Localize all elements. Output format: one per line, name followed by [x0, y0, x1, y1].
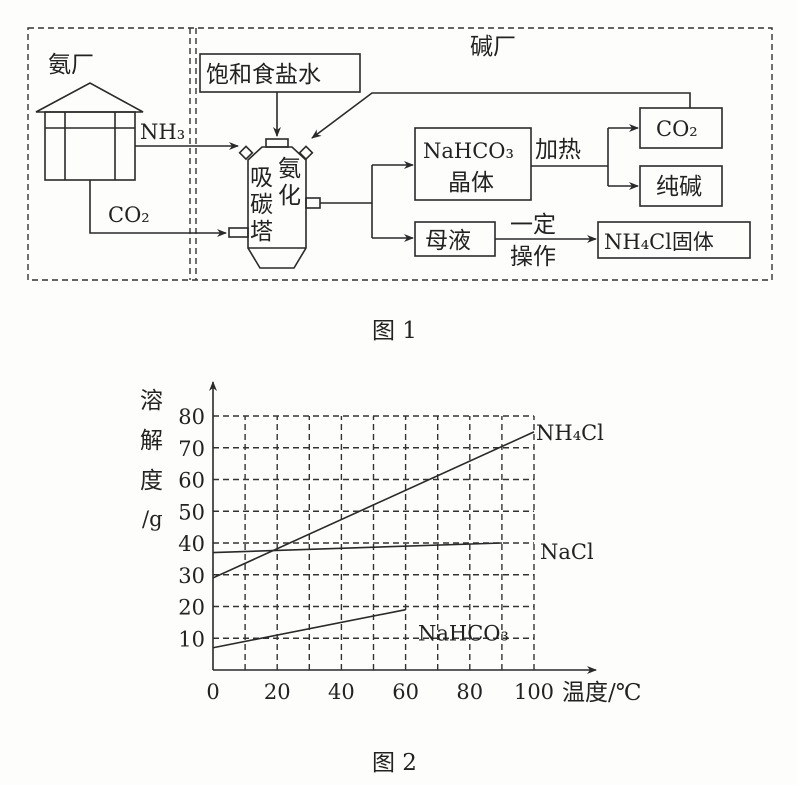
- tower-char: 碳: [250, 192, 273, 218]
- x-tick-label: 0: [206, 680, 219, 704]
- x-tick-label: 40: [328, 680, 355, 704]
- soda-ash-label: 纯碱: [656, 174, 702, 200]
- y-axis-label: 解: [140, 428, 163, 454]
- nahco3-label: NaHCO₃: [423, 139, 514, 163]
- nh4cl-box: [597, 221, 751, 259]
- figure-1-process-diagram: 氨厂 碱厂 NH₃ CO₂ 饱和食盐水 吸 氨 碳 化 塔: [27, 27, 773, 344]
- operation-label-1: 一定: [510, 212, 556, 238]
- operation-label-2: 操作: [510, 244, 556, 270]
- tower-char: 化: [278, 183, 301, 209]
- x-tick-label: 100: [514, 680, 554, 704]
- series-label: NaHCO₃: [418, 622, 509, 646]
- figure-2-caption: 图 2: [372, 750, 417, 776]
- co2-output-box: [639, 107, 723, 149]
- y-tick-label: 10: [178, 627, 205, 651]
- crystal-label: 晶体: [448, 170, 494, 196]
- outer-dashed-boundary: [27, 27, 773, 281]
- nahco3-box: [414, 127, 532, 201]
- series-label: NaCl: [540, 540, 594, 564]
- chart-grid: [213, 415, 535, 670]
- ammonia-plant-label: 氨厂: [48, 52, 94, 78]
- carbonation-tower: 吸 氨 碳 化 塔: [228, 138, 321, 269]
- y-tick-label: 30: [178, 564, 205, 588]
- y-tick-label: 60: [178, 469, 205, 493]
- y-tick-label: 40: [178, 532, 205, 556]
- y-tick-label: 80: [178, 405, 205, 429]
- soda-plant-label: 碱厂: [470, 34, 516, 60]
- y-tick-label: 20: [178, 596, 205, 620]
- figure-1-caption: 图 1: [372, 318, 417, 344]
- tower-char: 塔: [250, 219, 273, 245]
- x-tick-label: 20: [264, 680, 291, 704]
- nh4cl-label: NH₄Cl固体: [604, 230, 714, 254]
- x-tick-label: 80: [456, 680, 483, 704]
- co2-output-label: CO₂: [656, 117, 698, 141]
- tower-char: 氨: [278, 156, 301, 182]
- co2-recycle-arrow: [311, 92, 691, 139]
- chart-ticks: 0 20 40 60 80 100 10 20 30 40 50 60 70 80: [178, 405, 554, 704]
- heat-label: 加热: [535, 137, 581, 163]
- y-axis-label: 溶: [140, 388, 163, 414]
- series-label: NH₄Cl: [536, 421, 604, 445]
- tower-char: 吸: [250, 165, 273, 191]
- y-tick-label: 70: [178, 437, 205, 461]
- series-line-1: [212, 542, 502, 554]
- y-axis-label: /g: [142, 507, 163, 531]
- ammonia-plant-building-icon: [35, 82, 144, 181]
- series-line-2: [212, 608, 406, 649]
- nh3-label: NH₃: [140, 120, 185, 144]
- x-tick-label: 60: [392, 680, 419, 704]
- brine-label: 饱和食盐水: [206, 62, 321, 88]
- y-tick-label: 50: [178, 500, 205, 524]
- brine-box: [199, 53, 361, 93]
- x-axis-label: 温度/℃: [562, 680, 641, 706]
- co2-feed-arrow: [89, 180, 227, 237]
- series-line-0: [212, 431, 535, 579]
- soda-ash-box: [639, 165, 723, 207]
- co2-feed-label: CO₂: [108, 203, 150, 227]
- y-axis-label: 度: [140, 468, 163, 494]
- mother-liquor-label: 母液: [425, 228, 471, 254]
